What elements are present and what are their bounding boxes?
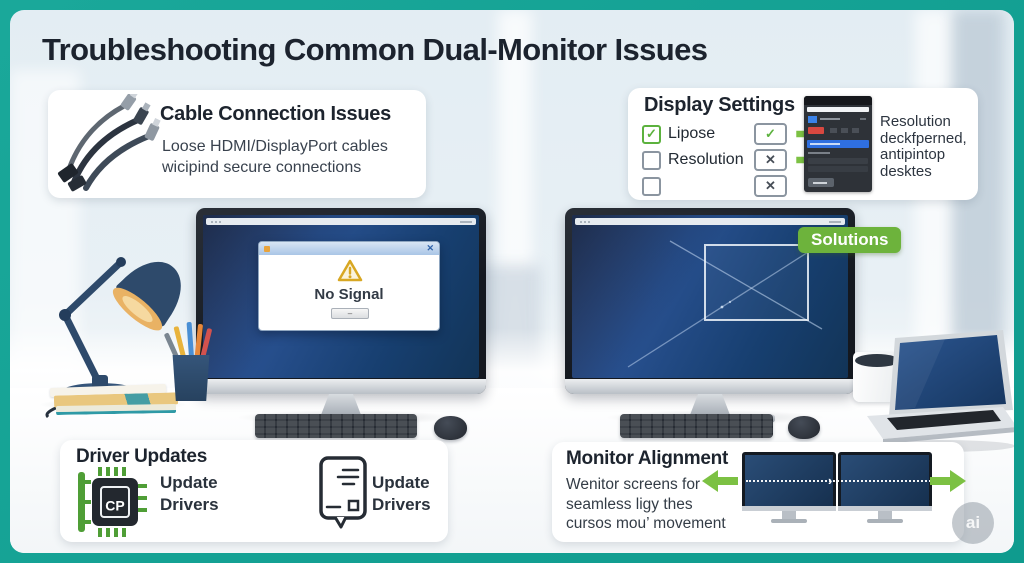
body-line: wicipind secure connections <box>162 159 362 176</box>
dialog-ok-button: – <box>331 308 369 319</box>
monitor-base <box>867 519 903 523</box>
result-check-box: ✓ <box>754 123 787 145</box>
panel-line <box>808 152 830 154</box>
alignment-diagram-overlay <box>627 240 823 368</box>
checkbox-unchecked-icon <box>642 176 661 196</box>
monitor-chin <box>196 379 486 394</box>
screen-menubar <box>206 218 476 225</box>
keyboard-illustration <box>255 414 417 438</box>
update-drivers-label: Update Drivers <box>160 472 219 516</box>
panel-chip <box>830 128 837 133</box>
panel-line <box>813 182 827 184</box>
panel-titlebar <box>804 96 872 105</box>
screen-menubar <box>575 218 845 225</box>
monitor-strip <box>742 506 836 511</box>
panel-line <box>860 118 866 120</box>
x-mark: ✕ <box>765 178 776 193</box>
panel-chip <box>852 128 859 133</box>
monitor-base <box>771 519 807 523</box>
option-label: Lipose <box>668 125 716 142</box>
monitor-chin <box>565 379 855 394</box>
no-signal-text: No Signal <box>314 286 384 303</box>
scene-panel: Troubleshooting Common Dual-Monitor Issu… <box>10 10 1014 553</box>
mouse-illustration <box>788 416 820 439</box>
page-title: Troubleshooting Common Dual-Monitor Issu… <box>42 32 708 67</box>
note-line: Resolution <box>880 113 951 130</box>
note-line: antipintop <box>880 146 946 163</box>
mouse-illustration <box>434 416 467 440</box>
settings-row: ✕ <box>642 174 787 198</box>
arrow-left-icon <box>702 470 738 492</box>
settings-row: Resolution ✕ <box>642 148 826 172</box>
monitor-stand <box>878 511 892 519</box>
option-label: Resolution <box>668 151 744 168</box>
cpu-chip-icon: CP <box>78 467 147 537</box>
panel-searchbar <box>807 107 869 112</box>
ai-watermark: ai <box>952 502 994 544</box>
alignment-dotted-line <box>746 480 950 482</box>
right-monitor-stand <box>689 394 731 416</box>
card-heading: Driver Updates <box>76 446 207 467</box>
solutions-badge: Solutions <box>798 227 902 253</box>
dialog-titlebar: ✕ <box>259 242 439 255</box>
card-monitor-alignment: Monitor Alignment Wenitor screens for se… <box>552 442 966 542</box>
cables-illustration <box>58 94 161 192</box>
dialog-close-icon: ✕ <box>426 243 434 253</box>
no-signal-dialog: ✕ No Signal – <box>258 241 440 331</box>
card-body-text: Wenitor screens for seamless ligy thes c… <box>566 475 726 534</box>
mug-top <box>855 354 899 367</box>
panel-row <box>808 166 868 172</box>
label-line: Drivers <box>372 495 431 514</box>
left-monitor-stand <box>320 394 362 416</box>
driver-document-icon <box>319 456 367 529</box>
settings-note: Resolution deckfperned, antipintop deskt… <box>880 113 974 180</box>
body-line: Loose HDMI/DisplayPort cables <box>162 138 388 155</box>
card-heading: Cable Connection Issues <box>160 103 391 125</box>
window-light-bar <box>915 10 955 390</box>
dialog-button-glyph: – <box>347 309 353 318</box>
result-x-box: ✕ <box>754 175 787 197</box>
card-driver-updates: Driver Updates CP Update Drivers <box>60 440 448 542</box>
laptop-illustration <box>865 330 1014 452</box>
body-line: seamless ligy thes <box>566 495 693 513</box>
label-line: Drivers <box>160 495 219 514</box>
result-x-box: ✕ <box>754 149 787 171</box>
update-drivers-label: Update Drivers <box>372 472 431 516</box>
keyboard-illustration <box>620 414 773 438</box>
chip-label: CP <box>105 498 124 514</box>
body-line: cursos mou’ movement <box>566 515 726 532</box>
monitor-stand <box>782 511 796 519</box>
panel-row <box>808 158 868 164</box>
panel-red-button <box>808 127 824 134</box>
x-mark: ✕ <box>765 152 776 167</box>
note-line: desktes <box>880 162 932 180</box>
note-line: deckfperned, <box>880 129 967 147</box>
check-mark: ✓ <box>765 126 776 141</box>
chevron-right-icon: › <box>828 473 833 488</box>
check-mark: ✓ <box>646 126 657 141</box>
checkbox-unchecked-icon <box>642 150 661 170</box>
card-heading: Monitor Alignment <box>566 448 729 469</box>
panel-thumb <box>808 116 817 123</box>
checkbox-checked-icon: ✓ <box>642 124 661 144</box>
panel-chip <box>841 128 848 133</box>
warning-triangle-icon <box>337 259 363 282</box>
label-line: Update <box>372 473 430 492</box>
card-display-settings: Display Settings ✓ Lipose ✓ Resolution ✕… <box>628 88 978 200</box>
card-body-text: Loose HDMI/DisplayPort cables wicipind s… <box>162 136 388 178</box>
arrow-right-icon <box>930 470 966 492</box>
panel-line <box>820 118 840 120</box>
body-line: Wenitor screens for <box>566 476 701 493</box>
card-cable-connection: Cable Connection Issues Loose HDMI/Displ… <box>48 90 426 198</box>
label-line: Update <box>160 473 218 492</box>
left-monitor: ✕ No Signal – <box>196 208 486 394</box>
settings-panel-mock <box>804 96 872 192</box>
panel-line <box>810 143 840 145</box>
card-heading: Display Settings <box>644 94 795 116</box>
dialog-app-icon <box>264 245 270 252</box>
settings-row: ✓ Lipose ✓ <box>642 122 826 146</box>
monitor-strip <box>838 506 932 511</box>
left-monitor-screen: ✕ No Signal – <box>203 215 479 378</box>
pencil-cup-illustration <box>172 355 210 401</box>
